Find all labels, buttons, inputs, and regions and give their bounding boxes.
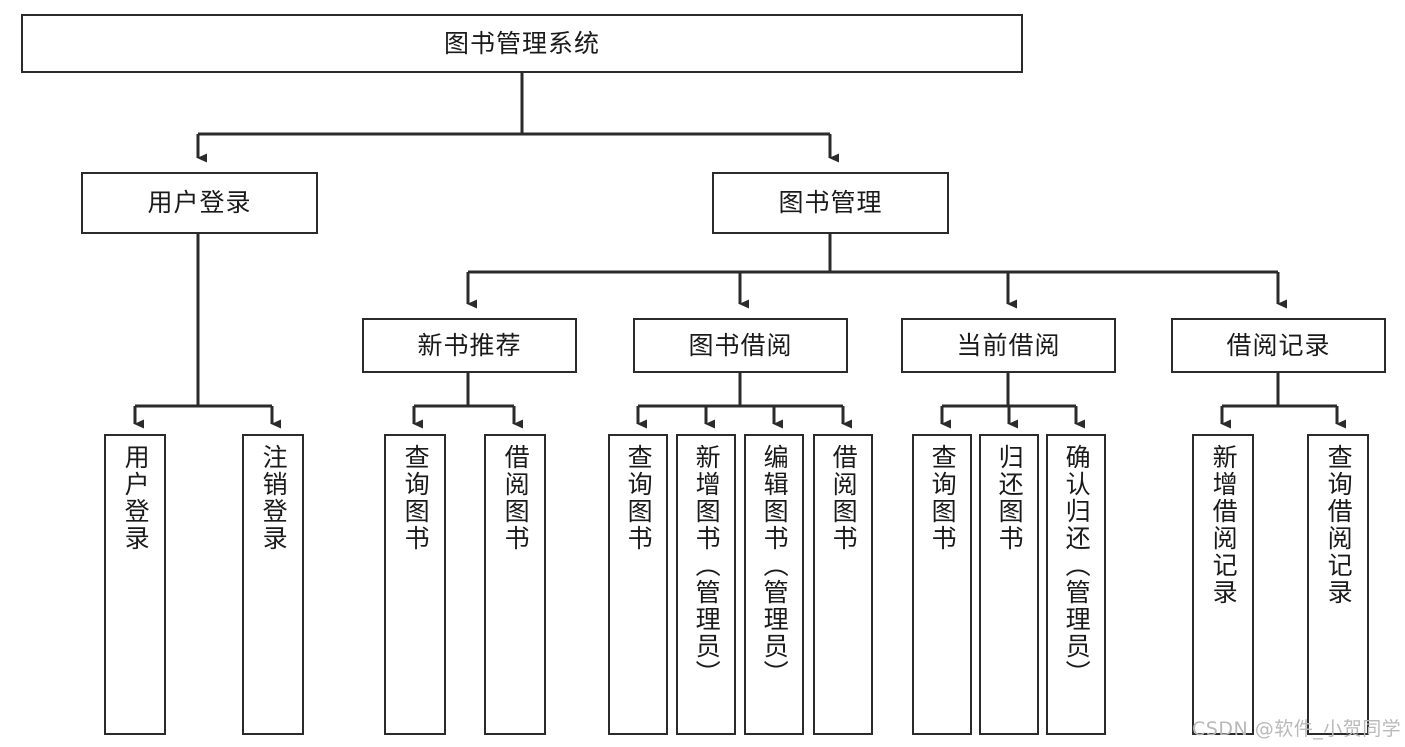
- node-book-management-system[interactable]: 图书管理系统: [21, 14, 1023, 73]
- node-leaf-query-book-1[interactable]: 查询图书: [384, 434, 446, 735]
- node-label: 图书借阅: [688, 330, 793, 360]
- node-label: 图书管理: [778, 188, 883, 217]
- node-leaf-query-book-3[interactable]: 查询图书: [912, 434, 972, 735]
- node-label: 当前借阅: [956, 330, 1061, 360]
- node-label: 借阅图书: [829, 444, 859, 552]
- node-leaf-logout-login[interactable]: 注销登录: [242, 434, 304, 735]
- node-label: 查询图书: [624, 444, 654, 552]
- node-label: 新增借阅记录: [1209, 444, 1239, 606]
- node-label: 用户登录: [147, 188, 252, 217]
- node-borrow-record[interactable]: 借阅记录: [1171, 318, 1386, 373]
- node-leaf-edit-book[interactable]: 编辑图书（管理员）: [744, 434, 804, 735]
- node-label: 归还图书: [995, 444, 1025, 552]
- node-book-borrow[interactable]: 图书借阅: [633, 318, 848, 373]
- node-current-borrow[interactable]: 当前借阅: [901, 318, 1116, 373]
- node-leaf-query-record[interactable]: 查询借阅记录: [1307, 434, 1369, 735]
- node-label: 查询图书: [401, 444, 431, 552]
- node-label: 借阅图书: [501, 444, 531, 552]
- node-book-manage[interactable]: 图书管理: [712, 172, 949, 234]
- node-label: 用户登录: [121, 444, 151, 552]
- node-label: 查询图书: [928, 444, 958, 552]
- node-label: 借阅记录: [1226, 330, 1331, 360]
- node-label: 新增图书（管理员）: [692, 444, 722, 687]
- node-leaf-query-book-2[interactable]: 查询图书: [608, 434, 668, 735]
- node-new-book-recommend[interactable]: 新书推荐: [362, 318, 577, 373]
- node-leaf-add-record[interactable]: 新增借阅记录: [1192, 434, 1254, 735]
- node-leaf-confirm-return[interactable]: 确认归还（管理员）: [1046, 434, 1106, 735]
- csdn-watermark: CSDN @软件_小贺同学: [1192, 718, 1402, 740]
- node-label: 查询借阅记录: [1324, 444, 1354, 606]
- node-leaf-borrow-book-2[interactable]: 借阅图书: [813, 434, 873, 735]
- node-leaf-borrow-book-1[interactable]: 借阅图书: [484, 434, 546, 735]
- node-label: 编辑图书（管理员）: [760, 444, 790, 687]
- node-label: 注销登录: [259, 444, 289, 552]
- node-label: 新书推荐: [417, 330, 522, 360]
- node-leaf-add-book[interactable]: 新增图书（管理员）: [676, 434, 736, 735]
- node-leaf-user-login[interactable]: 用户登录: [104, 434, 166, 735]
- node-label: 图书管理系统: [443, 28, 600, 58]
- node-label: 确认归还（管理员）: [1062, 444, 1092, 687]
- node-leaf-return-book[interactable]: 归还图书: [979, 434, 1039, 735]
- node-user-login[interactable]: 用户登录: [81, 172, 318, 234]
